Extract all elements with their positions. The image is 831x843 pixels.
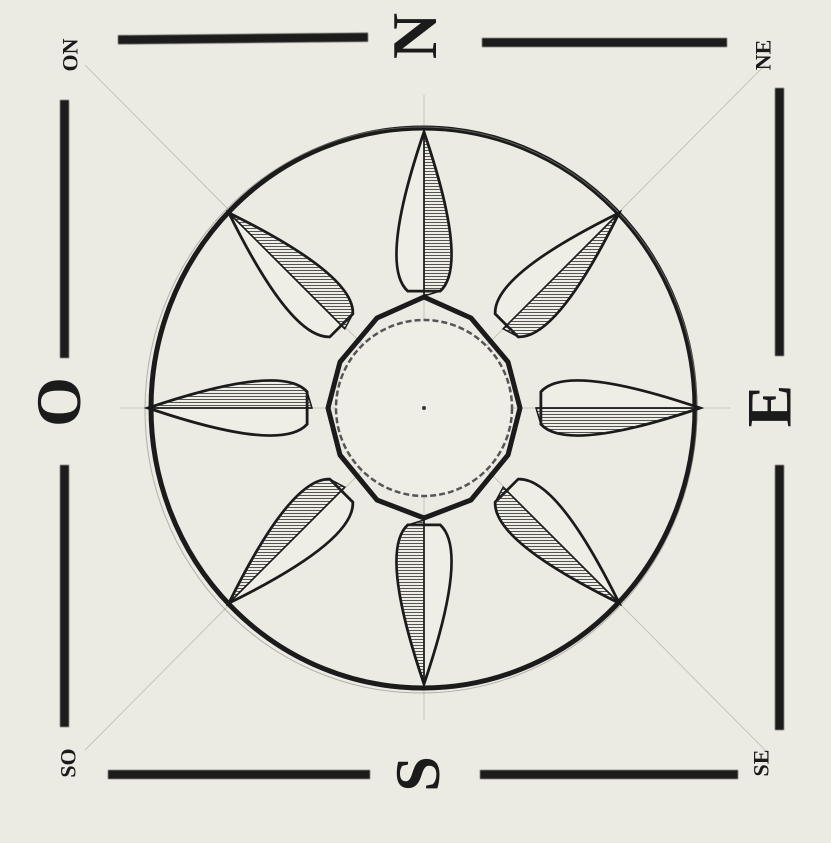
center-dot bbox=[422, 406, 426, 410]
northwest-label: ON bbox=[60, 39, 82, 72]
southeast-label: SE bbox=[750, 750, 772, 777]
frame-right-bottom-bar bbox=[775, 465, 784, 730]
frame-left-top-bar bbox=[60, 100, 69, 358]
frame-top-left-bar bbox=[118, 33, 368, 45]
southwest-label: SO bbox=[58, 748, 80, 777]
north-label: N bbox=[383, 13, 447, 59]
rose-point-rib-northeast bbox=[503, 213, 619, 329]
frame-right-top-bar bbox=[775, 88, 784, 356]
rose-point-rib-southeast bbox=[503, 487, 619, 603]
rose-point-rib-southwest bbox=[229, 487, 345, 603]
south-label: S bbox=[386, 756, 450, 792]
rose-point-rib-northwest bbox=[229, 213, 345, 329]
east-label: E bbox=[737, 385, 801, 428]
west-label: O bbox=[27, 377, 91, 427]
northeast-label: NE bbox=[752, 40, 774, 71]
rose-point-shade-east bbox=[536, 408, 700, 436]
frame-bottom-left-bar bbox=[108, 770, 370, 779]
frame-left-bottom-bar bbox=[60, 465, 69, 727]
rose-point-shade-west bbox=[148, 380, 312, 408]
frame-top-right-bar bbox=[482, 38, 727, 47]
frame-bottom-right-bar bbox=[480, 770, 738, 779]
rose-point-shade-south bbox=[396, 520, 424, 684]
rose-point-shade-north bbox=[424, 132, 452, 296]
